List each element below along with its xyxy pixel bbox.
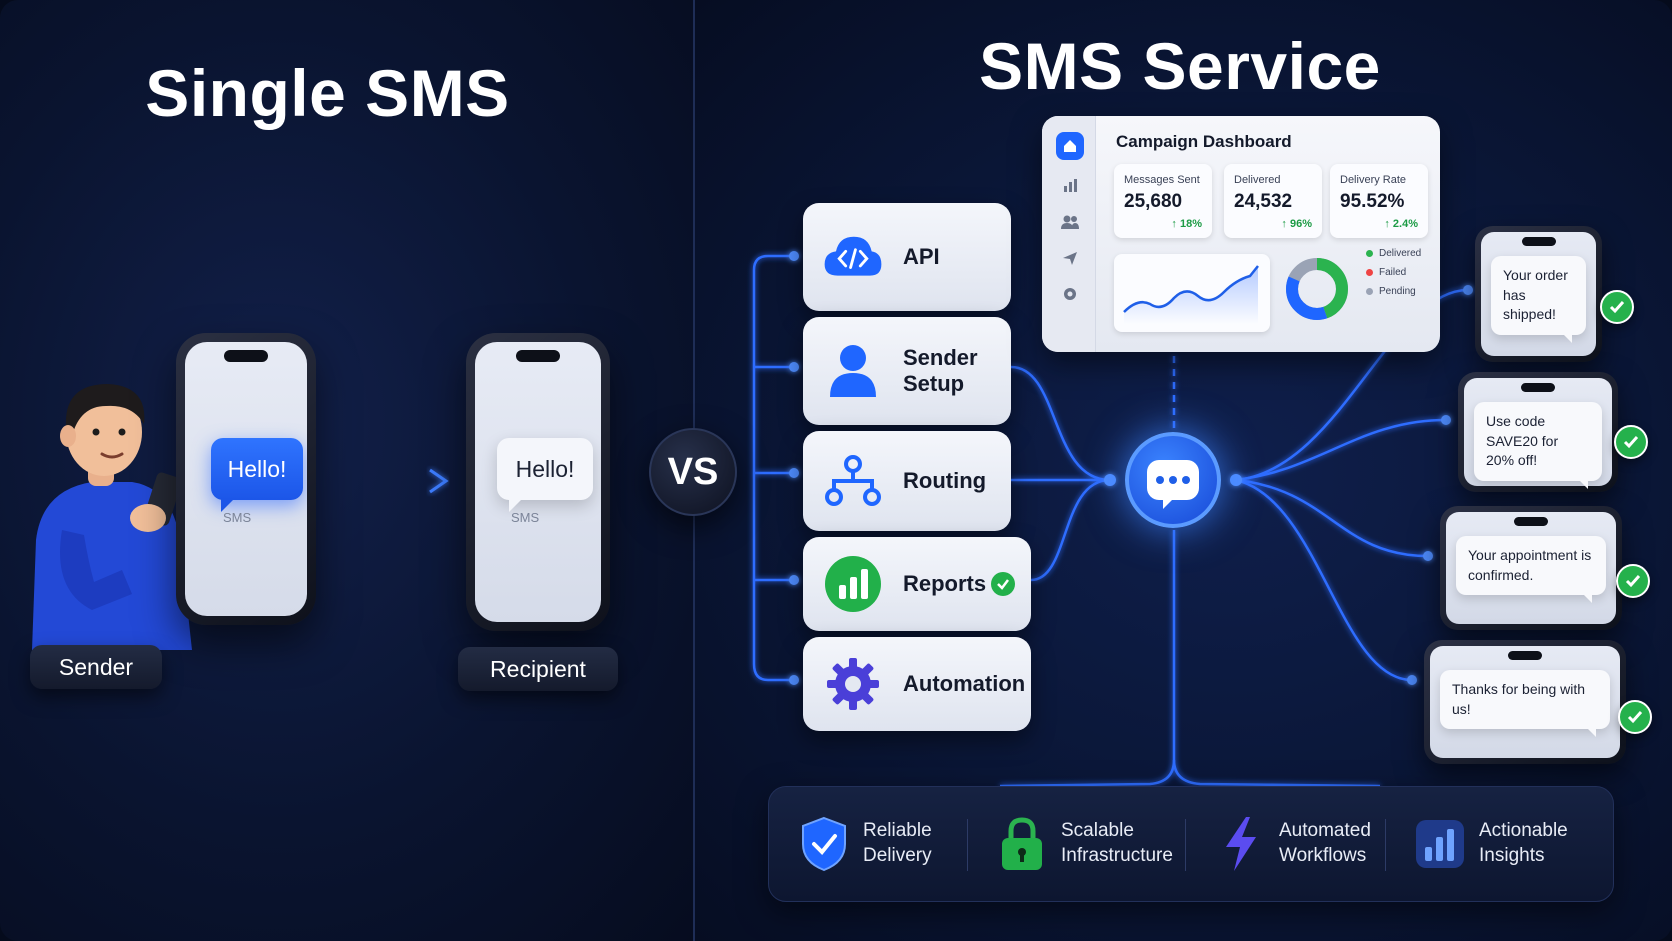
- benefit-line1: Actionable: [1479, 820, 1568, 842]
- stat-value: 25,680: [1124, 191, 1183, 212]
- message-phone: Your order has shipped!: [1475, 226, 1602, 362]
- divider: [1385, 819, 1386, 871]
- benefit-line1: Scalable: [1061, 820, 1134, 842]
- sender-person-icon: [32, 384, 192, 650]
- phone-notch: [1521, 237, 1556, 246]
- phone-notch: [224, 350, 268, 362]
- stat-card: Messages Sent 25,680 ↑ 18%: [1114, 164, 1212, 238]
- dashboard-title: Campaign Dashboard: [1116, 132, 1292, 151]
- stat-label: Delivered: [1234, 174, 1281, 186]
- legend-item: Pending: [1366, 286, 1416, 297]
- delivered-check-icon: [1618, 700, 1652, 734]
- benefit-line1: Reliable: [863, 820, 932, 842]
- cloud-code-icon: [823, 227, 883, 287]
- home-icon[interactable]: [1056, 132, 1084, 160]
- delivered-check-icon: [1614, 425, 1648, 459]
- legend-item: Delivered: [1366, 248, 1421, 259]
- stat-delta: ↑ 18%: [1171, 218, 1202, 230]
- stat-label: Messages Sent: [1124, 174, 1200, 186]
- benefit-line2: Insights: [1479, 845, 1545, 866]
- phone-notch: [516, 350, 560, 362]
- phone-notch: [1508, 651, 1542, 660]
- stat-value: 95.52%: [1340, 191, 1405, 212]
- benefit-line1: Automated: [1279, 820, 1371, 842]
- sender-phone: Hello! SMS: [176, 333, 316, 625]
- sms-tag: SMS: [223, 510, 252, 525]
- check-icon: [991, 572, 1015, 596]
- bar-chart-icon: [823, 554, 883, 614]
- delivered-check-icon: [1616, 564, 1650, 598]
- chat-bubble-icon: [1147, 460, 1199, 509]
- donut-chart-widget: [1282, 254, 1352, 324]
- divider: [1185, 819, 1186, 871]
- recipient-label: Recipient: [458, 647, 618, 691]
- benefit-line2: Delivery: [863, 845, 932, 866]
- phone-notch: [1514, 517, 1548, 526]
- feature-card-sender-setup[interactable]: Sender Setup: [803, 317, 1011, 425]
- stat-card: Delivered 24,532 ↑ 96%: [1224, 164, 1322, 238]
- stat-label: Delivery Rate: [1340, 174, 1407, 186]
- bar-chart-icon: [1415, 815, 1465, 873]
- feature-card-api[interactable]: API: [803, 203, 1011, 311]
- feature-label: Automation: [903, 670, 1026, 696]
- lock-icon: [997, 815, 1047, 873]
- sms-tag: SMS: [511, 510, 540, 525]
- phone-notch: [1521, 383, 1555, 392]
- message-bubble: Use code SAVE20 for 20% off!: [1474, 402, 1602, 489]
- send-icon[interactable]: [1056, 244, 1084, 272]
- dashboard-sidebar: [1042, 116, 1096, 352]
- stat-delta: ↑ 96%: [1281, 218, 1312, 230]
- users-icon[interactable]: [1056, 208, 1084, 236]
- benefit-line2: Workflows: [1279, 845, 1367, 866]
- message-phone: Use code SAVE20 for 20% off!: [1458, 372, 1618, 492]
- user-icon: [823, 341, 883, 401]
- chart-icon[interactable]: [1056, 172, 1084, 200]
- feature-card-reports[interactable]: Reports: [803, 537, 1031, 631]
- feature-label: Routing: [903, 467, 987, 493]
- sms-service-title: SMS Service: [979, 29, 1381, 103]
- divider: [967, 819, 968, 871]
- benefit-line2: Infrastructure: [1061, 845, 1173, 866]
- single-sms-title: Single SMS: [145, 56, 510, 130]
- line-chart-widget: [1114, 254, 1270, 332]
- message-phone: Your appointment is confirmed.: [1440, 506, 1622, 630]
- lightning-icon: [1215, 815, 1265, 873]
- received-message-bubble: Hello!: [497, 438, 593, 512]
- message-bubble: Your appointment is confirmed.: [1456, 536, 1606, 604]
- feature-label: Sender Setup: [903, 344, 978, 396]
- stat-card: Delivery Rate 95.52% ↑ 2.4%: [1330, 164, 1428, 238]
- recipient-phone: Hello! SMS: [466, 333, 610, 631]
- network-tree-icon: [823, 451, 883, 511]
- feature-label: API: [903, 243, 940, 269]
- feature-card-automation[interactable]: Automation: [803, 637, 1031, 731]
- gear-icon: [823, 654, 883, 714]
- sender-label: Sender: [30, 645, 162, 689]
- stat-delta: ↑ 2.4%: [1384, 218, 1418, 230]
- sms-hub: [1125, 432, 1221, 528]
- feature-card-routing[interactable]: Routing: [803, 431, 1011, 531]
- settings-icon[interactable]: [1056, 280, 1084, 308]
- shield-check-icon: [799, 815, 849, 873]
- message-bubble: Your order has shipped!: [1491, 256, 1586, 343]
- message-bubble: Thanks for being with us!: [1440, 670, 1610, 738]
- campaign-dashboard: Campaign Dashboard Messages Sent 25,680 …: [1042, 116, 1440, 352]
- vs-badge: VS: [649, 428, 737, 516]
- sent-message-bubble: Hello!: [211, 438, 303, 512]
- delivered-check-icon: [1600, 290, 1634, 324]
- message-phone: Thanks for being with us!: [1424, 640, 1626, 764]
- feature-label: Reports: [903, 570, 987, 596]
- legend-item: Failed: [1366, 267, 1406, 278]
- stat-value: 24,532: [1234, 191, 1293, 212]
